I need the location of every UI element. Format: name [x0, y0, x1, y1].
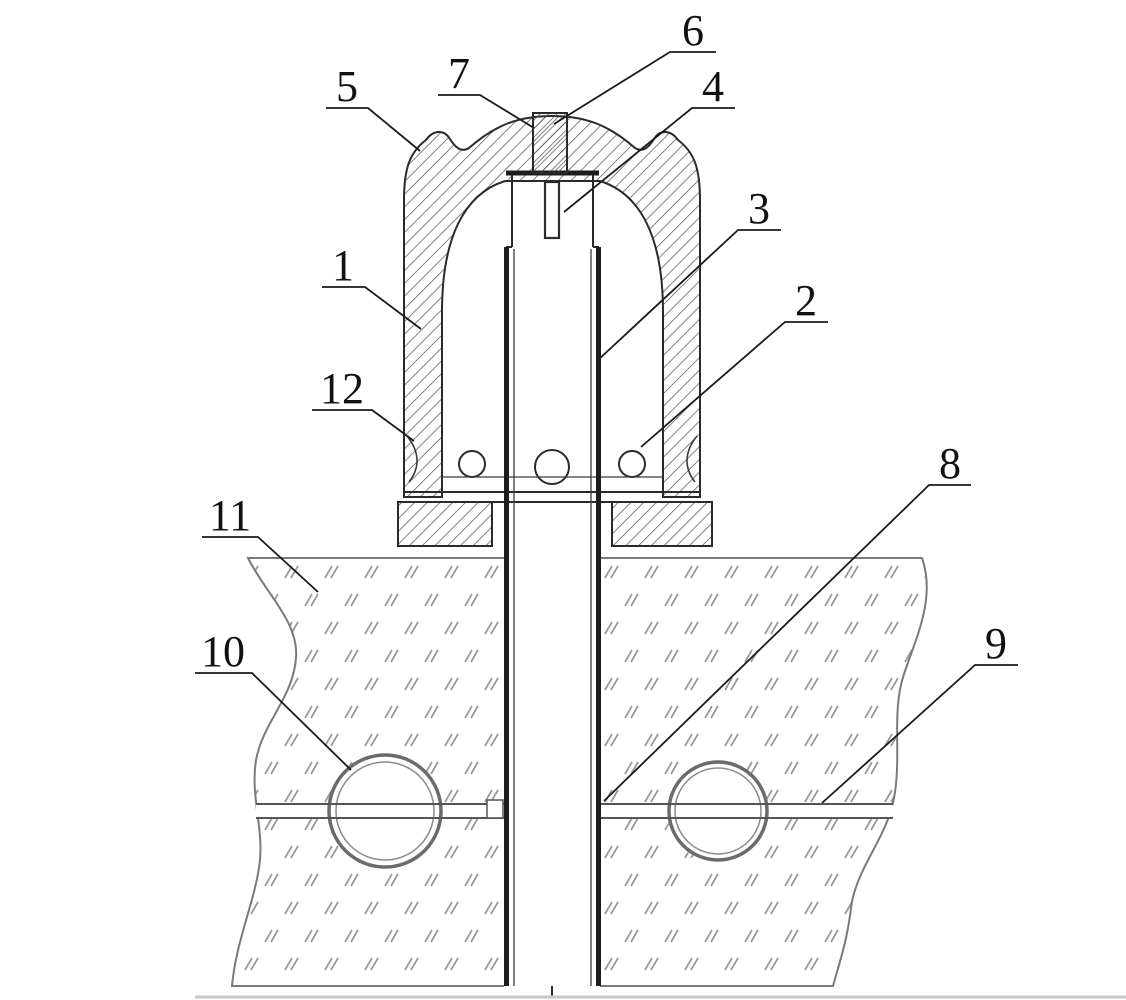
left-ground-hole	[327, 753, 443, 869]
right-ground-hole	[667, 760, 769, 862]
tube-neck-walls	[511, 175, 594, 247]
part-label-4: 4	[702, 62, 724, 111]
part-label-10: 10	[201, 627, 245, 676]
tube-inner-walls	[513, 249, 592, 986]
part-label-8: 8	[939, 439, 961, 488]
seam-tube-junction	[486, 799, 504, 819]
part-label-5: 5	[336, 62, 358, 111]
leader-5	[326, 107, 421, 152]
leader-10	[195, 672, 352, 771]
leader-3	[597, 229, 781, 361]
leader-6	[553, 51, 716, 125]
leader-9	[821, 664, 1018, 804]
part-label-9: 9	[985, 619, 1007, 668]
top-plug	[532, 112, 568, 174]
center-tube	[504, 170, 601, 996]
right-flange-block	[611, 501, 713, 547]
inner-rod	[543, 180, 561, 240]
leader-12	[312, 409, 415, 442]
leader-lines	[195, 51, 1018, 804]
port-holes	[442, 449, 663, 485]
seam-lines	[256, 799, 893, 819]
leader-8	[603, 484, 971, 802]
tube-corridor-clearance	[504, 556, 600, 988]
leader-1	[322, 286, 422, 330]
dome-cap-wall	[403, 114, 701, 498]
left-skirt-groove	[406, 435, 418, 483]
part-label-11: 11	[209, 491, 251, 540]
leader-2	[640, 321, 828, 448]
part-label-6: 6	[682, 6, 704, 55]
part-label-1: 1	[332, 241, 354, 290]
right-skirt-groove	[686, 435, 698, 483]
part-label-7: 7	[448, 49, 470, 98]
left-flange-block	[397, 501, 493, 547]
part-label-2: 2	[795, 276, 817, 325]
part-label-12: 12	[320, 364, 364, 413]
leader-7	[438, 94, 535, 129]
leader-11	[202, 536, 319, 593]
part-label-3: 3	[748, 184, 770, 233]
tube-outer-walls	[504, 247, 601, 986]
leader-4	[563, 107, 735, 213]
part-labels: 6 7 5 4 3 2 1 12 11 10 8 9	[201, 6, 1007, 676]
